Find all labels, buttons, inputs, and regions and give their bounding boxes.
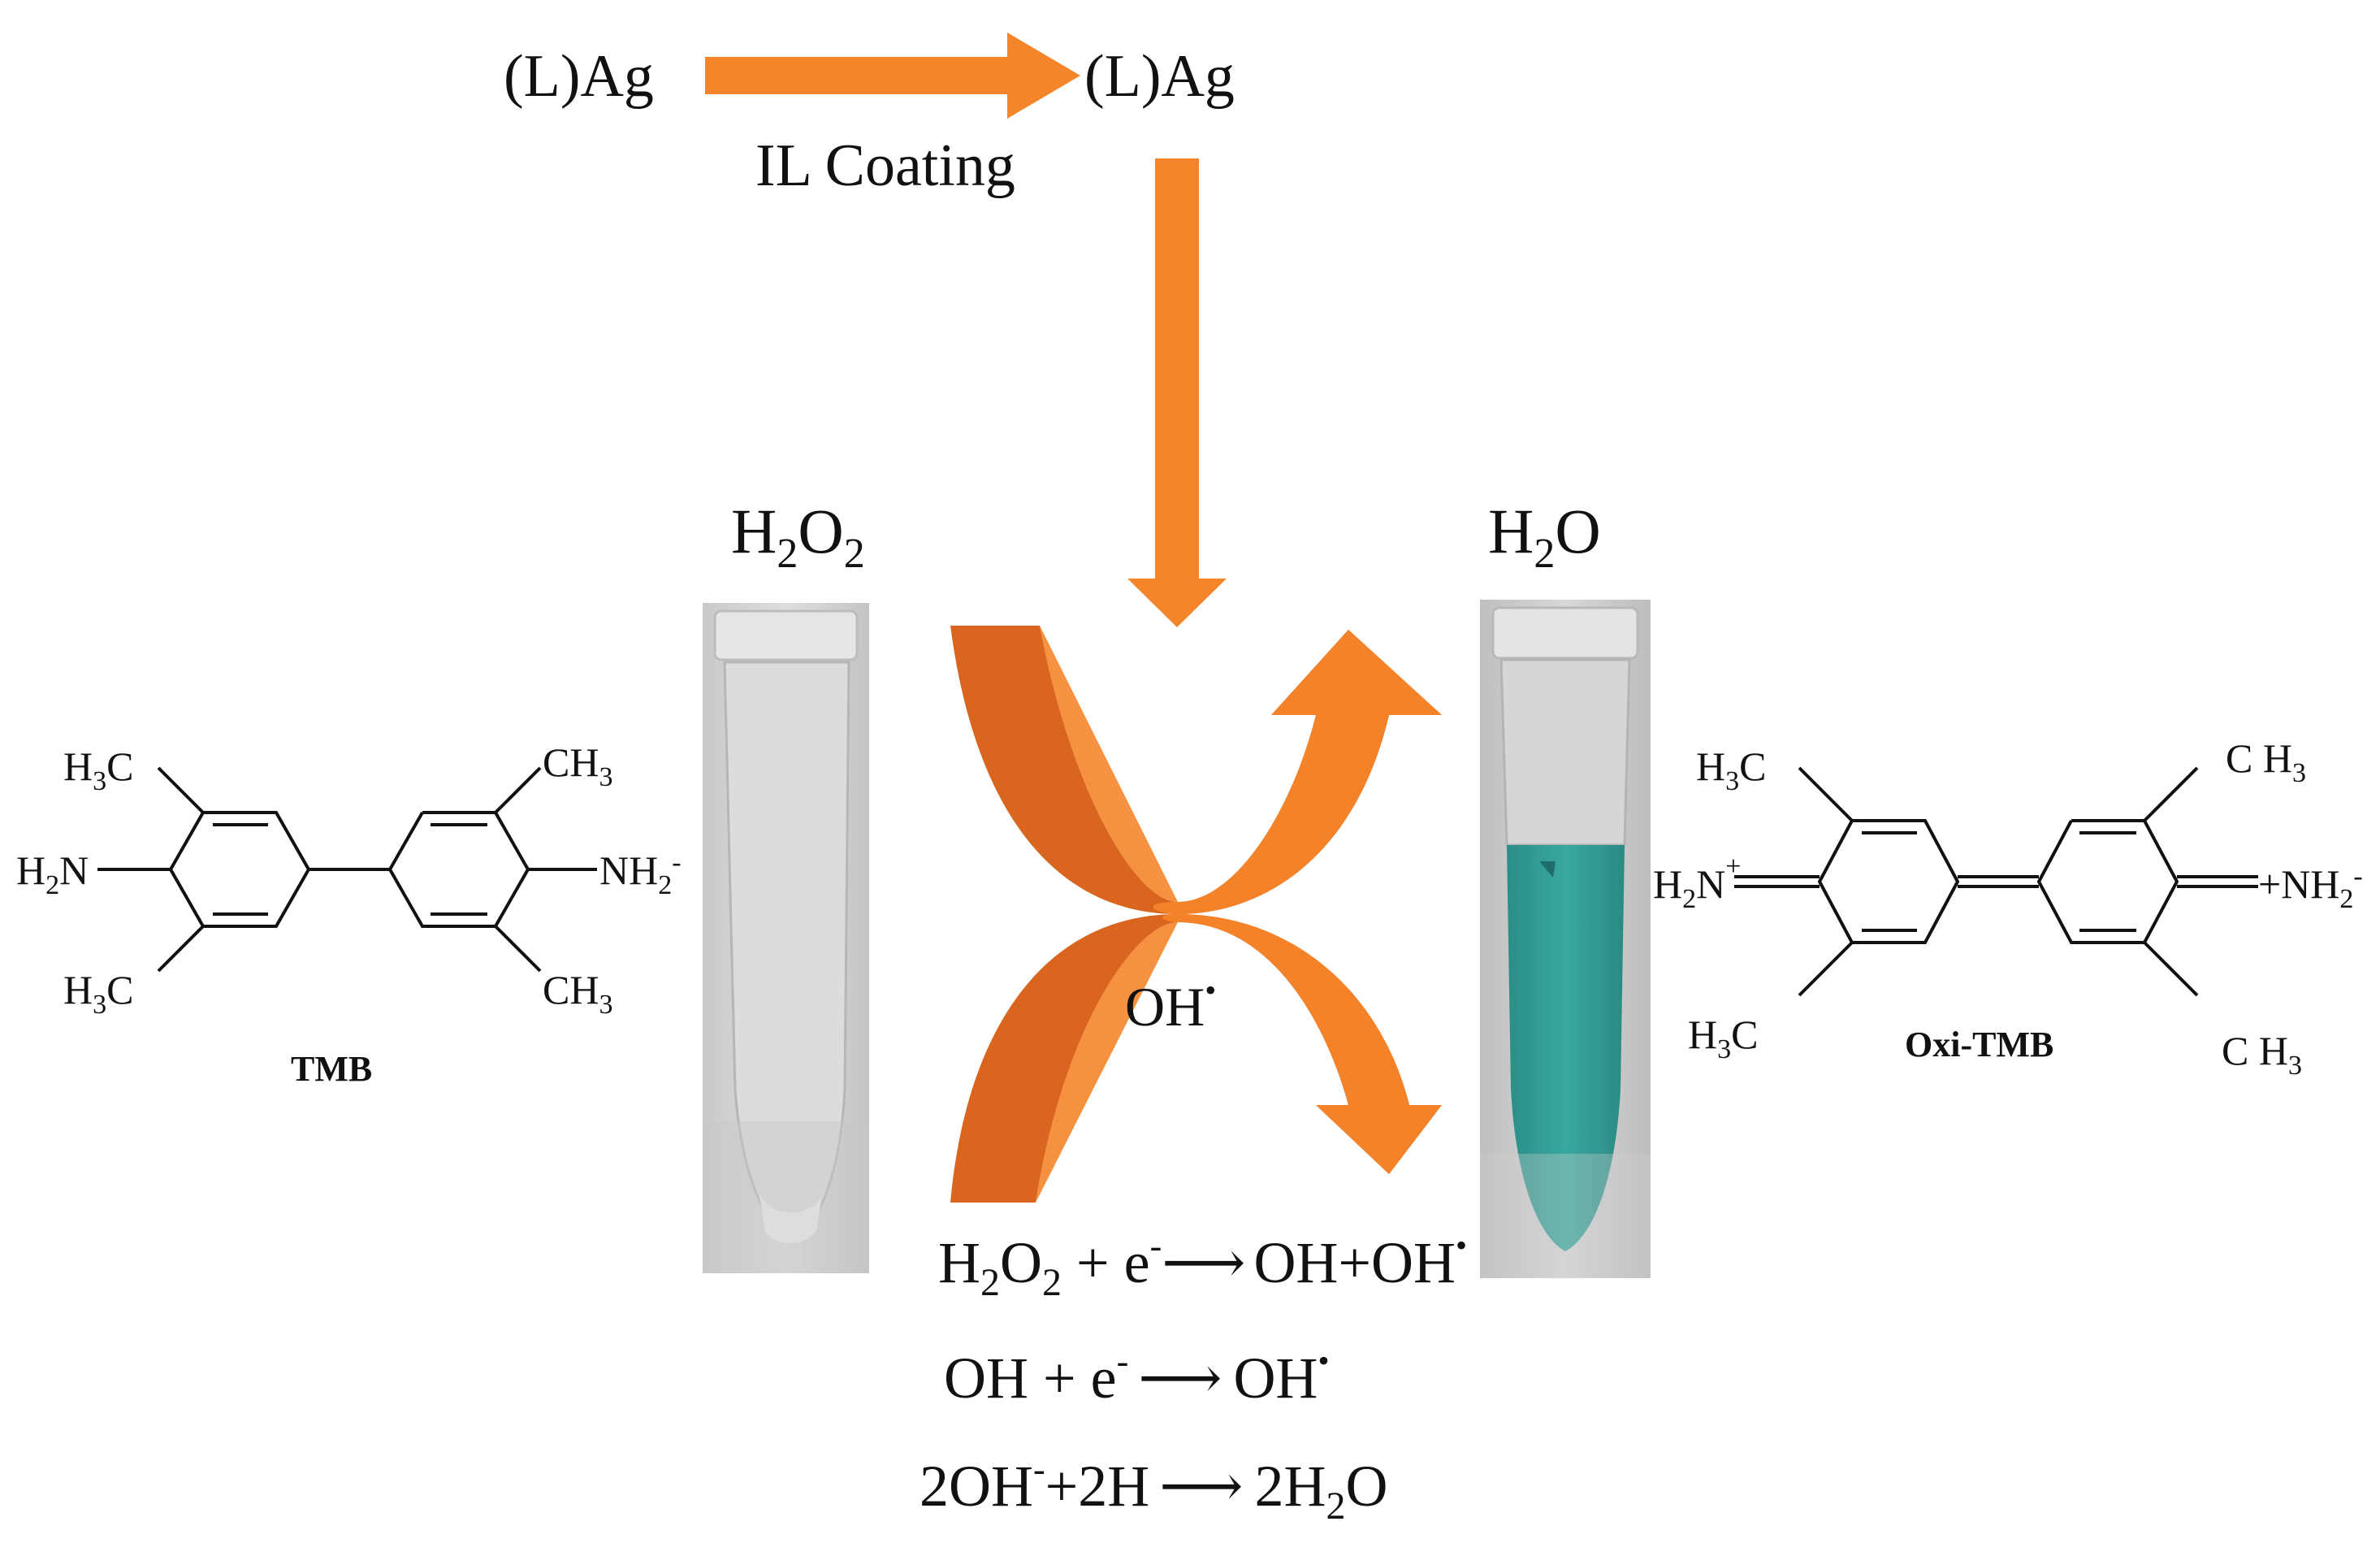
equation-1: H2O2 + e-⟶OH+OH• <box>938 1226 1467 1304</box>
tmb-left-amine: H2N <box>16 847 89 900</box>
tmb-name: TMB <box>291 1049 372 1089</box>
oxi-top-left-methyl: H3C <box>1696 743 1766 796</box>
tmb-bottom-right-methyl: CH3 <box>543 967 612 1020</box>
clear-tube-photo <box>703 603 869 1273</box>
tmb-top-right-methyl: CH3 <box>543 739 612 792</box>
coating-arrow <box>705 33 1080 119</box>
downward-arrow <box>1127 158 1227 627</box>
tmb-bottom-left-methyl: H3C <box>63 967 133 1020</box>
peroxide-label: H2O2 <box>731 496 865 577</box>
oxi-bottom-left-methyl: H3C <box>1688 1012 1758 1064</box>
oxi-bottom-right-methyl: C H3 <box>2222 1028 2302 1081</box>
oxi-right-amine: +NH2- <box>2258 861 2363 914</box>
catalyst-left-label: (L)Ag <box>504 43 654 110</box>
blue-tube-photo <box>1480 600 1651 1278</box>
tmb-right-amine: NH2- <box>599 847 682 900</box>
catalyst-right-label: (L)Ag <box>1084 43 1235 110</box>
lower-curved-arrow <box>950 914 1442 1203</box>
oxi-left-amine: H2N+ <box>1653 852 1741 914</box>
tmb-top-left-methyl: H3C <box>63 743 133 796</box>
radical-label: OH• <box>1125 972 1216 1038</box>
oxi-top-right-methyl: C H3 <box>2226 735 2306 788</box>
oxi-tmb-structure <box>1734 766 2258 997</box>
water-label: H2O <box>1488 496 1601 577</box>
oxi-tmb-name: Oxi-TMB <box>1905 1025 2053 1064</box>
upper-curved-arrow <box>950 626 1442 914</box>
equation-2: OH + e-⟶OH• <box>944 1341 1329 1411</box>
tmb-structure <box>97 766 597 973</box>
process-label: IL Coating <box>755 132 1015 199</box>
equation-3: 2OH-+2H⟶2H2O <box>920 1450 1387 1528</box>
